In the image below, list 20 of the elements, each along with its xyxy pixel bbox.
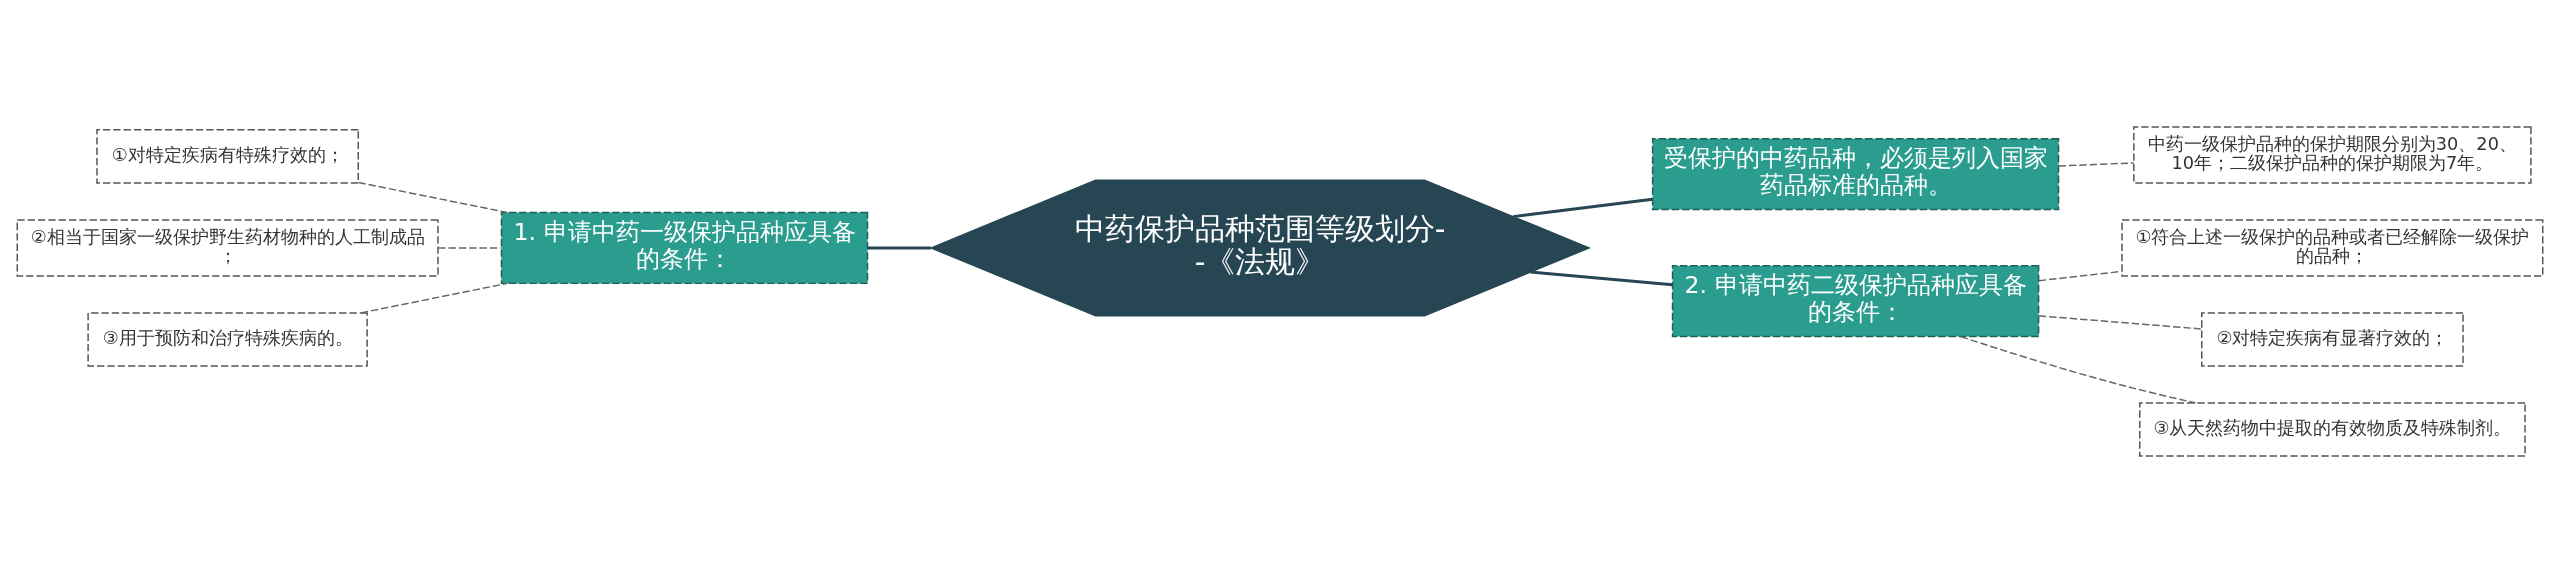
node-box: 中药一级保护品种的保护期限分别为30、20、10年；二级保护品种的保护期限为7年。 [2133, 126, 2532, 184]
node-box: ③用于预防和治疗特殊疾病的。 [87, 312, 368, 367]
node-box: ①符合上述一级保护的品种或者已经解除一级保护的品种； [2121, 219, 2544, 277]
connector [2057, 162, 2135, 167]
connector [437, 247, 502, 249]
connector [357, 181, 508, 214]
node-box: ②相当于国家一级保护野生药材物种的人工制成品； [16, 219, 439, 277]
node-box: ①对特定疾病有特殊疗效的； [96, 129, 359, 184]
node-box: 受保护的中药品种，必须是列入国家药品标准的品种。 [1651, 137, 2060, 211]
connector [1513, 197, 1653, 219]
connector [2038, 270, 2123, 282]
connector [1530, 270, 1673, 287]
connector [2038, 315, 2203, 330]
node-box: ②对特定疾病有显著疗效的； [2201, 312, 2464, 367]
connector [1960, 335, 2197, 404]
node-box: ③从天然药物中提取的有效物质及特殊制剂。 [2139, 402, 2526, 457]
node-box: 2. 申请中药二级保护品种应具备的条件： [1671, 264, 2040, 338]
connector [360, 282, 508, 314]
connector [867, 246, 931, 250]
node-box: 1. 申请中药一级保护品种应具备的条件： [500, 211, 869, 285]
